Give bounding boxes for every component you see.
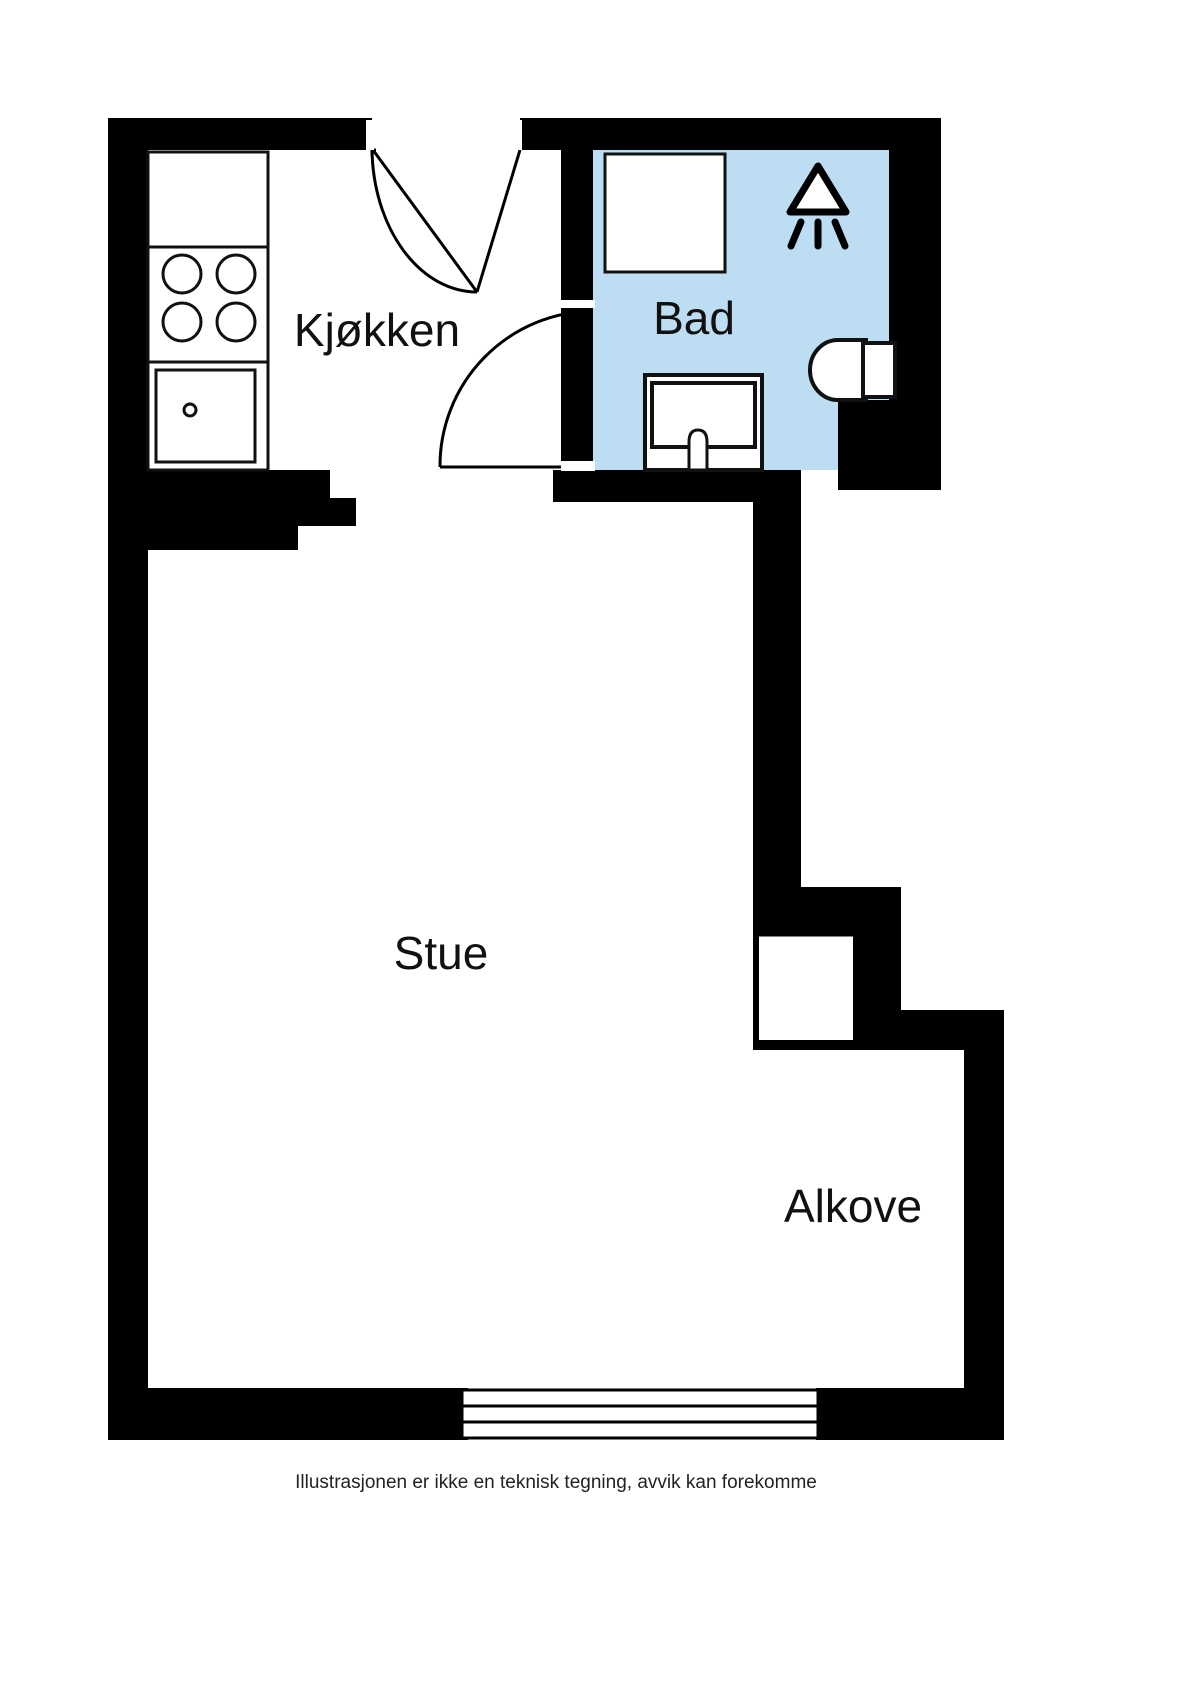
kitchen-counter-top (146, 150, 270, 249)
stove-burner (161, 301, 203, 343)
shower-head-symbol (786, 162, 850, 250)
living-room-window (460, 1388, 820, 1440)
bathroom-door-swing (438, 300, 595, 471)
door-jamb (366, 120, 374, 150)
stove-burner (161, 253, 203, 295)
kitchen-fixtures (146, 150, 270, 472)
door-jamb (513, 120, 522, 150)
room-label-kjokken: Kjøkken (294, 304, 460, 356)
alkove-nook-outline (753, 933, 857, 1048)
entry-door-swing (366, 120, 522, 294)
stove-burner (215, 301, 257, 343)
room-label-bad: Bad (653, 292, 735, 344)
bathroom-fixtures (603, 152, 897, 472)
room-label-stue: Stue (394, 927, 489, 979)
washbasin-vanity (643, 373, 764, 472)
disclaimer-caption: Illustrasjonen er ikke en teknisk tegnin… (295, 1472, 817, 1493)
bathroom-cabinet (603, 152, 727, 274)
kitchen-sink-drain (182, 402, 198, 418)
walls (108, 118, 1004, 1440)
toilet (808, 338, 897, 402)
kitchen-sink-basin (154, 368, 257, 464)
room-label-alkove: Alkove (784, 1180, 922, 1232)
stove-burner (215, 253, 257, 295)
